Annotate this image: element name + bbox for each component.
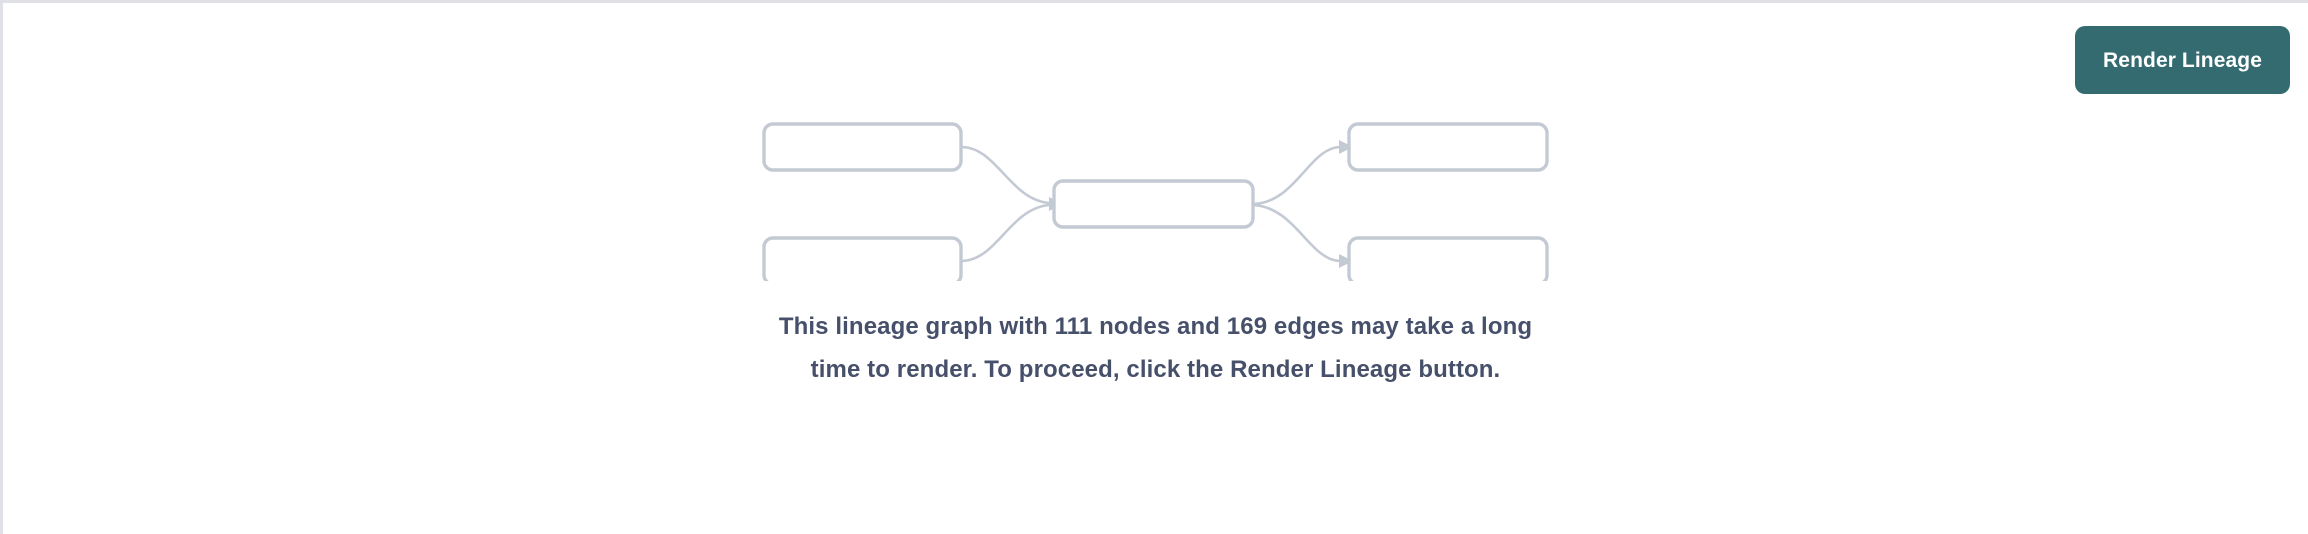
lineage-node-upstream-2	[761, 236, 963, 281]
lineage-node-downstream-2	[1346, 236, 1549, 281]
lineage-graph-illustration	[761, 122, 1549, 281]
render-lineage-button[interactable]: Render Lineage	[2075, 26, 2290, 94]
edge-upstream1-to-focus	[960, 145, 1049, 205]
arrowhead-into-downstream1	[1338, 140, 1353, 154]
edge-focus-to-downstream1	[1252, 145, 1339, 206]
edge-upstream2-to-focus	[960, 203, 1049, 263]
lineage-node-focus	[1051, 179, 1255, 229]
arrowhead-into-downstream2	[1338, 254, 1353, 268]
lineage-node-upstream-1	[761, 122, 963, 172]
edge-focus-to-downstream2	[1252, 203, 1339, 263]
lineage-node-downstream-1	[1346, 122, 1549, 172]
lineage-warning-message: This lineage graph with 111 nodes and 16…	[778, 313, 1533, 383]
lineage-toolbar: Render Lineage	[3, 3, 2308, 113]
lineage-placeholder: This lineage graph with 111 nodes and 16…	[3, 121, 2308, 391]
